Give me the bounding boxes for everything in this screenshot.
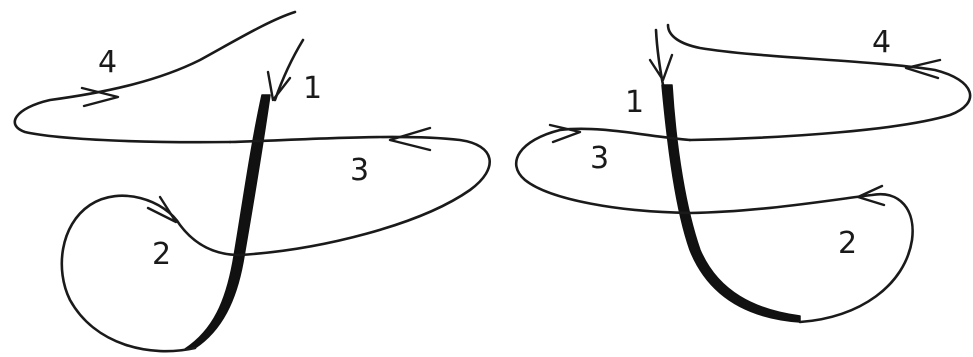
left-label-2: 2 — [152, 237, 171, 272]
right-label-1: 1 — [625, 85, 644, 120]
right-label-4: 4 — [872, 25, 891, 60]
left-loop-2 — [60, 194, 242, 353]
left-loop-3 — [228, 135, 491, 257]
right-arrow-4 — [904, 58, 942, 80]
left-arrow-3 — [388, 126, 432, 152]
left-arrow-1 — [266, 70, 292, 102]
right-knot-figure: 1 2 3 4 — [514, 23, 972, 324]
left-label-1: 1 — [303, 71, 322, 106]
right-strand-1-thick — [661, 84, 801, 323]
left-arrow-2 — [146, 195, 178, 224]
right-loop-4 — [666, 23, 972, 142]
left-label-4: 4 — [98, 45, 117, 80]
left-label-3: 3 — [350, 153, 369, 188]
left-arrow-4 — [80, 86, 120, 108]
left-strand-1-thick — [184, 94, 271, 350]
right-arrow-2 — [856, 184, 886, 207]
right-label-3: 3 — [590, 141, 609, 176]
right-arrow-3 — [548, 123, 582, 144]
right-loop-3 — [514, 127, 692, 215]
left-loop-4 — [13, 10, 297, 144]
left-knot-figure: 1 2 3 4 — [13, 10, 491, 353]
right-loop-2 — [688, 192, 914, 324]
right-label-2: 2 — [838, 226, 857, 261]
right-arrow-1 — [648, 53, 674, 82]
